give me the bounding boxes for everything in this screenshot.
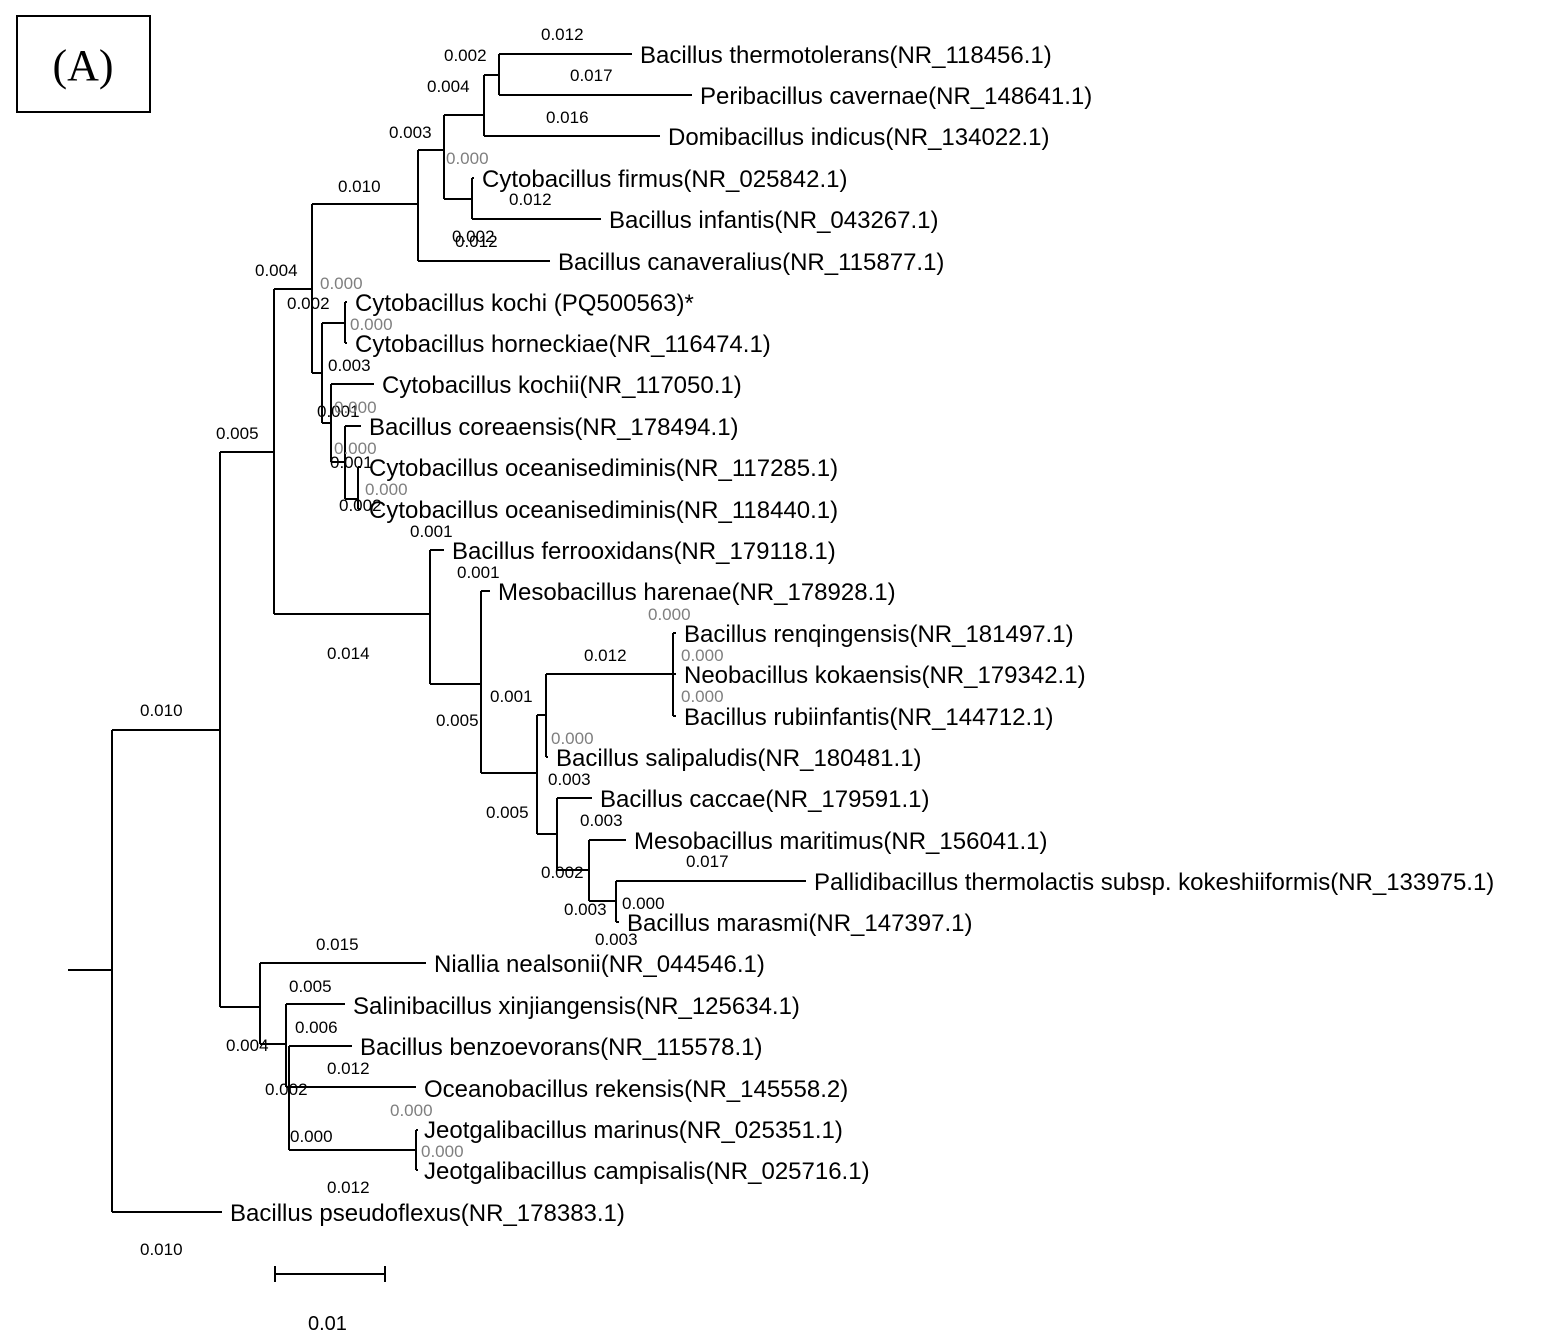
- branch-length-label: 0.000: [320, 274, 363, 293]
- branch-length-label: 0.001: [490, 687, 533, 706]
- branch-length-label: 0.000: [390, 1101, 433, 1120]
- branch-length-label: 0.016: [546, 108, 589, 127]
- scale-bar-label: 0.01: [308, 1313, 347, 1335]
- taxon-label: Oceanobacillus rekensis(NR_145558.2): [424, 1076, 848, 1103]
- branch-length-label: 0.014: [327, 644, 370, 663]
- branch-length-label: 0.012: [455, 232, 498, 251]
- branch-length-label: 0.001: [317, 402, 360, 421]
- panel-label-box: [16, 15, 151, 113]
- panel-label: (A): [52, 41, 113, 90]
- branch-length-label: 0.001: [410, 522, 453, 541]
- branch-length-label: 0.003: [389, 123, 432, 142]
- taxon-label: Jeotgalibacillus marinus(NR_025351.1): [424, 1117, 843, 1144]
- branch-length-label: 0.002: [339, 496, 382, 515]
- branch-length-label: 0.010: [140, 701, 183, 720]
- branch-length-label: 0.000: [334, 398, 377, 417]
- branch-length-label: 0.012: [541, 25, 584, 44]
- taxon-label: Cytobacillus kochi (PQ500563)*: [355, 290, 694, 317]
- branch-length-label: 0.002: [444, 46, 487, 65]
- branch-length-label: 0.000: [681, 646, 724, 665]
- taxon-label: Cytobacillus oceanisediminis(NR_118440.1…: [369, 497, 838, 524]
- taxon-label: Jeotgalibacillus campisalis(NR_025716.1): [424, 1158, 870, 1185]
- taxon-label: Bacillus ferrooxidans(NR_179118.1): [452, 538, 836, 565]
- branch-length-label: 0.017: [686, 852, 729, 871]
- branch-length-label: 0.002: [452, 227, 495, 246]
- taxon-label: Bacillus pseudoflexus(NR_178383.1): [230, 1200, 625, 1227]
- taxon-label: Peribacillus cavernae(NR_148641.1): [700, 83, 1092, 110]
- taxon-label: Neobacillus kokaensis(NR_179342.1): [684, 662, 1086, 689]
- branch-length-label: 0.000: [290, 1127, 333, 1146]
- taxon-label: Bacillus canaveralius(NR_115877.1): [558, 249, 944, 276]
- taxon-label: Mesobacillus harenae(NR_178928.1): [498, 579, 896, 606]
- branch-length-label: 0.004: [427, 77, 470, 96]
- branch-length-label: 0.000: [551, 729, 594, 748]
- taxon-label: Cytobacillus kochii(NR_117050.1): [382, 372, 742, 399]
- taxon-label: Cytobacillus oceanisediminis(NR_117285.1…: [369, 455, 838, 482]
- tree-branches: [68, 53, 806, 1213]
- branch-length-label: 0.004: [255, 261, 298, 280]
- taxon-label: Cytobacillus firmus(NR_025842.1): [482, 166, 847, 193]
- branch-length-label: 0.004: [226, 1036, 269, 1055]
- taxon-label: Bacillus infantis(NR_043267.1): [609, 207, 939, 234]
- branch-length-label: 0.005: [216, 424, 259, 443]
- taxon-label: Niallia nealsonii(NR_044546.1): [434, 951, 765, 978]
- branch-length-label: 0.000: [365, 480, 408, 499]
- branch-length-label: 0.000: [446, 149, 489, 168]
- branch-length-label: 0.012: [327, 1178, 370, 1197]
- branch-length-label: 0.003: [595, 930, 638, 949]
- branch-length-label: 0.006: [295, 1018, 338, 1037]
- branch-length-label: 0.012: [509, 190, 552, 209]
- taxon-label: Salinibacillus xinjiangensis(NR_125634.1…: [353, 993, 800, 1020]
- branch-length-labels: 0.012 0.002 0.017 0.004 0.016 0.003 0.00…: [140, 25, 729, 1259]
- branch-length-label: 0.000: [648, 605, 691, 624]
- branch-length-label: 0.000: [421, 1142, 464, 1161]
- branch-length-label: 0.001: [457, 563, 500, 582]
- branch-length-label: 0.000: [622, 894, 665, 913]
- branch-length-label: 0.000: [681, 687, 724, 706]
- branch-length-label: 0.002: [265, 1080, 308, 1099]
- branch-length-label: 0.005: [436, 711, 479, 730]
- taxon-label: Bacillus renqingensis(NR_181497.1): [684, 621, 1074, 648]
- branch-length-label: 0.002: [287, 294, 330, 313]
- branch-length-label: 0.017: [570, 66, 613, 85]
- branch-length-label: 0.005: [486, 803, 529, 822]
- branch-length-label: 0.010: [140, 1240, 183, 1259]
- taxon-label: Bacillus salipaludis(NR_180481.1): [556, 745, 922, 772]
- branch-length-label: 0.015: [316, 935, 359, 954]
- taxon-label: Domibacillus indicus(NR_134022.1): [668, 124, 1050, 151]
- branch-length-label: 0.005: [289, 977, 332, 996]
- taxon-label: Bacillus thermotolerans(NR_118456.1): [640, 42, 1052, 69]
- branch-length-label: 0.012: [584, 646, 627, 665]
- taxon-label: Bacillus rubiinfantis(NR_144712.1): [684, 704, 1054, 731]
- branch-length-label: 0.010: [338, 177, 381, 196]
- branch-length-label: 0.003: [328, 356, 371, 375]
- taxon-label: Cytobacillus horneckiae(NR_116474.1): [355, 331, 771, 358]
- taxon-labels: Bacillus thermotolerans(NR_118456.1) Per…: [230, 42, 1494, 1227]
- branch-length-label: 0.000: [334, 439, 377, 458]
- taxon-label: Bacillus benzoevorans(NR_115578.1): [360, 1034, 762, 1061]
- branch-length-label: 0.003: [580, 811, 623, 830]
- branch-length-label: 0.003: [564, 900, 607, 919]
- taxon-label: Mesobacillus maritimus(NR_156041.1): [634, 828, 1048, 855]
- branch-length-label: 0.002: [541, 863, 584, 882]
- scale-bar: 0.01: [274, 1266, 386, 1335]
- branch-length-label: 0.000: [350, 315, 393, 334]
- taxon-label: Bacillus marasmi(NR_147397.1): [627, 910, 972, 937]
- branch-length-label: 0.003: [548, 770, 591, 789]
- taxon-label: Bacillus caccae(NR_179591.1): [600, 786, 930, 813]
- taxon-label: Bacillus coreaensis(NR_178494.1): [369, 414, 739, 441]
- branch-length-label: 0.012: [327, 1059, 370, 1078]
- taxon-label: Pallidibacillus thermolactis subsp. koke…: [814, 869, 1494, 896]
- branch-length-label: 0.001: [330, 453, 373, 472]
